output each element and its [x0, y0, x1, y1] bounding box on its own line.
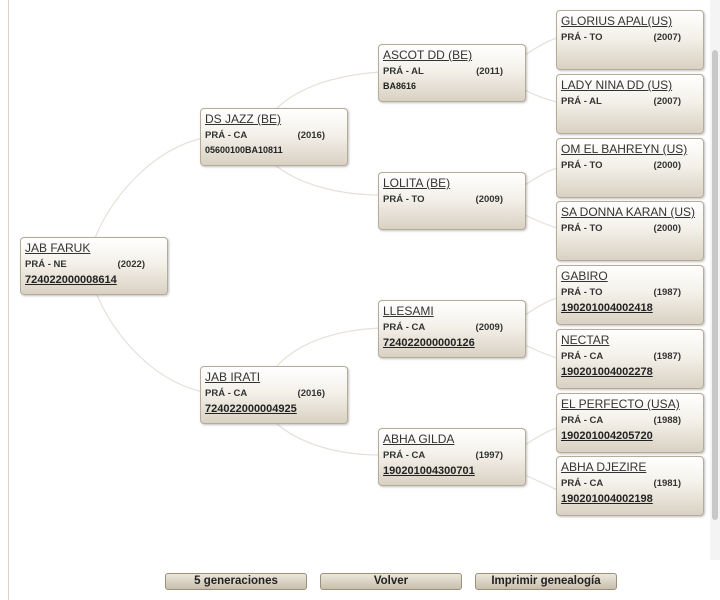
horse-card-g2[interactable]: LADY NINA DD (US) PRÁ - AL (2007)	[556, 74, 704, 134]
horse-card-g6[interactable]: NECTAR PRÁ - CA (1987) 190201004002278	[556, 329, 704, 389]
horse-name[interactable]: OM EL BAHREYN (US)	[561, 142, 688, 156]
birth-year: (2000)	[653, 160, 681, 171]
registration-link[interactable]: 190201004002418	[561, 302, 653, 314]
breed-code: PRÁ - AL	[561, 96, 602, 107]
breed-code: PRÁ - CA	[561, 478, 604, 489]
horse-name[interactable]: JAB FARUK	[25, 241, 91, 255]
horse-card-dam[interactable]: JAB IRATI PRÁ - CA (2016) 724022000004925	[200, 366, 348, 424]
breed-code: PRÁ - TO	[561, 32, 603, 43]
horse-name[interactable]: GLORIUS APAL(US)	[561, 14, 673, 28]
breed-code: PRÁ - TO	[561, 160, 603, 171]
horse-name[interactable]: GABIRO	[561, 269, 608, 283]
horse-card-g7[interactable]: EL PERFECTO (USA) PRÁ - CA (1988) 1902010…	[556, 393, 704, 453]
horse-name[interactable]: ABHA DJEZIRE	[561, 460, 647, 474]
birth-year: (1997)	[475, 450, 503, 461]
horse-card-g1[interactable]: GLORIUS APAL(US) PRÁ - TO (2007)	[556, 10, 704, 70]
registration-number: 05600100BA10811	[205, 145, 283, 155]
horse-name[interactable]: SA DONNA KARAN (US)	[561, 205, 696, 219]
breed-code: PRÁ - CA	[383, 322, 426, 333]
breed-code: PRÁ - TO	[383, 194, 425, 205]
birth-year: (2016)	[297, 388, 325, 399]
birth-year: (1987)	[653, 351, 681, 362]
horse-card-dam-sire[interactable]: LLESAMI PRÁ - CA (2009) 724022000000126	[378, 300, 526, 358]
scrollbar-thumb[interactable]	[712, 50, 718, 520]
horse-card-g4[interactable]: SA DONNA KARAN (US) PRÁ - TO (2000)	[556, 201, 704, 261]
horse-name[interactable]: DS JAZZ (BE)	[205, 112, 282, 126]
horse-card-subject[interactable]: JAB FARUK PRÁ - NE (2022) 724022000008614	[20, 237, 168, 295]
breed-code: PRÁ - NE	[25, 259, 67, 270]
registration-link[interactable]: 190201004300701	[383, 465, 475, 477]
breed-code: PRÁ - AL	[383, 66, 424, 77]
registration-link[interactable]: 724022000008614	[25, 274, 117, 286]
breed-code: PRÁ - CA	[561, 351, 604, 362]
breed-code: PRÁ - CA	[205, 388, 248, 399]
left-border	[8, 0, 9, 600]
birth-year: (2016)	[297, 130, 325, 141]
horse-card-sire-dam[interactable]: LOLITA (BE) PRÁ - TO (2009)	[378, 172, 526, 230]
horse-card-dam-dam[interactable]: ABHA GILDA PRÁ - CA (1997) 19020100430070…	[378, 428, 526, 486]
horse-card-g5[interactable]: GABIRO PRÁ - TO (1987) 190201004002418	[556, 265, 704, 325]
registration-link[interactable]: 724022000004925	[205, 403, 297, 415]
breed-code: PRÁ - TO	[561, 287, 603, 298]
birth-year: (2000)	[653, 223, 681, 234]
horse-name[interactable]: ASCOT DD (BE)	[383, 48, 473, 62]
registration-number: BA8616	[383, 81, 417, 91]
horse-card-g8[interactable]: ABHA DJEZIRE PRÁ - CA (1981) 190201004002…	[556, 456, 704, 516]
registration-link[interactable]: 190201004205720	[561, 430, 653, 442]
registration-link[interactable]: 190201004002278	[561, 366, 653, 378]
scrollbar-track[interactable]	[710, 0, 720, 560]
horse-name[interactable]: NECTAR	[561, 333, 610, 347]
horse-name[interactable]: LLESAMI	[383, 304, 434, 318]
breed-code: PRÁ - CA	[205, 130, 248, 141]
horse-name[interactable]: ABHA GILDA	[383, 432, 455, 446]
birth-year: (1981)	[653, 478, 681, 489]
birth-year: (2007)	[653, 96, 681, 107]
breed-code: PRÁ - CA	[561, 415, 604, 426]
horse-card-sire[interactable]: DS JAZZ (BE) PRÁ - CA (2016) 05600100BA10…	[200, 108, 348, 166]
back-button[interactable]: Volver	[320, 573, 462, 590]
birth-year: (1987)	[653, 287, 681, 298]
breed-code: PRÁ - TO	[561, 223, 603, 234]
registration-link[interactable]: 724022000000126	[383, 337, 475, 349]
horse-name[interactable]: LOLITA (BE)	[383, 176, 451, 190]
print-genealogy-button[interactable]: Imprimir genealogía	[475, 573, 617, 590]
horse-name[interactable]: JAB IRATI	[205, 370, 261, 384]
birth-year: (2007)	[653, 32, 681, 43]
horse-card-g3[interactable]: OM EL BAHREYN (US) PRÁ - TO (2000)	[556, 138, 704, 198]
birth-year: (2011)	[476, 66, 503, 77]
birth-year: (2009)	[475, 194, 503, 205]
birth-year: (1988)	[653, 415, 681, 426]
birth-year: (2009)	[475, 322, 503, 333]
birth-year: (2022)	[117, 259, 145, 270]
horse-name[interactable]: LADY NINA DD (US)	[561, 78, 673, 92]
registration-link[interactable]: 190201004002198	[561, 493, 653, 505]
five-generations-button[interactable]: 5 generaciones	[165, 573, 307, 590]
horse-card-sire-sire[interactable]: ASCOT DD (BE) PRÁ - AL (2011) BA8616	[378, 44, 526, 102]
horse-name[interactable]: EL PERFECTO (USA)	[561, 397, 680, 411]
breed-code: PRÁ - CA	[383, 450, 426, 461]
